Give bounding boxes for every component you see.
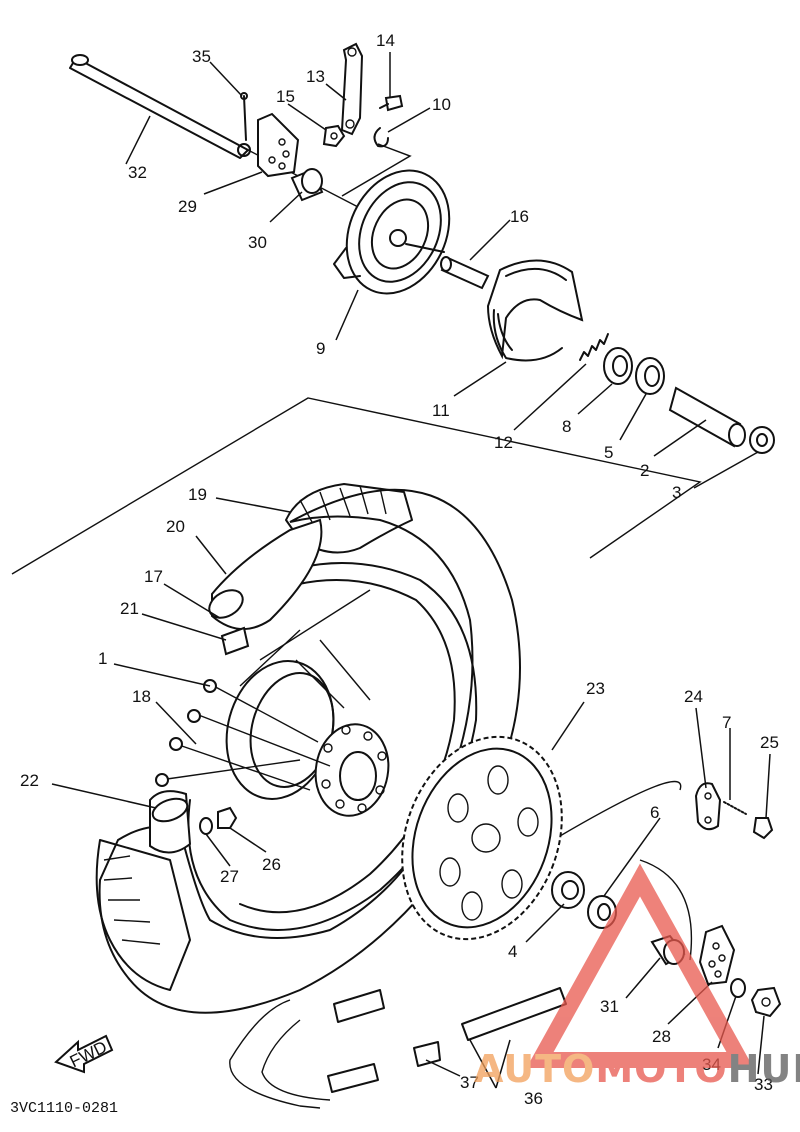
callout-36: 36 — [524, 1089, 543, 1108]
axle-spacer — [668, 386, 746, 448]
adjusting-bolt — [723, 801, 747, 815]
callout-29: 29 — [178, 197, 197, 216]
callout-27: 27 — [220, 867, 239, 886]
tension-bar — [340, 42, 364, 136]
callout-17: 17 — [144, 567, 163, 586]
callout-labels: 1 2 3 4 5 6 7 8 9 10 11 12 13 14 15 16 1… — [20, 31, 779, 1108]
callout-14: 14 — [376, 31, 395, 50]
callout-3: 3 — [672, 483, 681, 502]
callout-22: 22 — [20, 771, 39, 790]
callout-13: 13 — [306, 67, 325, 86]
callout-37: 37 — [460, 1073, 479, 1092]
valve — [220, 626, 250, 656]
cotter-pin — [240, 92, 248, 141]
nut — [217, 806, 238, 829]
fwd-label: FWD — [67, 1037, 110, 1071]
callout-8: 8 — [562, 417, 571, 436]
callout-35: 35 — [192, 47, 211, 66]
callout-7: 7 — [722, 713, 731, 732]
brake-spring — [579, 333, 609, 361]
callout-2: 2 — [640, 461, 649, 480]
callout-32: 32 — [128, 163, 147, 182]
axle-collar — [290, 168, 324, 202]
hub — [225, 660, 390, 817]
watermark-text-auto: AUTO — [474, 1047, 595, 1091]
rear-sprocket — [401, 735, 563, 941]
callout-16: 16 — [510, 207, 529, 226]
chain-adjuster-left — [257, 112, 300, 178]
brake-shoes — [486, 259, 584, 362]
chain-adjuster-right — [698, 924, 736, 986]
callout-1: 1 — [98, 649, 107, 668]
watermark-text-hub: HUB — [728, 1047, 800, 1091]
axle-nut — [750, 986, 782, 1018]
callout-4: 4 — [508, 942, 517, 961]
washer — [730, 978, 746, 998]
watermark: AUTOMOTOHUB — [474, 863, 800, 1091]
callout-25: 25 — [760, 733, 779, 752]
callout-18: 18 — [132, 687, 151, 706]
callout-30: 30 — [248, 233, 267, 252]
callout-31: 31 — [600, 997, 619, 1016]
bearing — [551, 871, 585, 909]
bearing-right — [635, 357, 665, 395]
brake-shoe-plate — [333, 169, 451, 295]
chain-puller — [694, 782, 722, 831]
callout-33: 33 — [754, 1075, 773, 1094]
callout-19: 19 — [188, 485, 207, 504]
callout-26: 26 — [262, 855, 281, 874]
drive-chain — [229, 780, 693, 1109]
callout-23: 23 — [586, 679, 605, 698]
watermark-text: AUTOMOTOHUB — [474, 1047, 800, 1091]
leader-lines — [51, 52, 771, 1089]
nut — [752, 817, 774, 840]
callout-11: 11 — [432, 401, 450, 420]
oil-seal — [749, 426, 775, 454]
callout-21: 21 — [120, 599, 139, 618]
watermark-triangle — [526, 863, 754, 1068]
assembly-outline — [11, 397, 702, 575]
watermark-text-moto: MOTO — [595, 1047, 727, 1091]
nut — [322, 124, 346, 148]
callout-5: 5 — [604, 443, 613, 462]
callout-28: 28 — [652, 1027, 671, 1046]
washer — [199, 817, 213, 835]
callout-6: 6 — [650, 803, 659, 822]
clip — [373, 127, 389, 148]
callout-9: 9 — [316, 339, 325, 358]
bearing-left — [603, 347, 633, 385]
tire-tube-section — [149, 790, 192, 854]
diagram-code: 3VC1110-0281 — [10, 1100, 118, 1117]
rim-band — [208, 518, 323, 631]
callout-20: 20 — [166, 517, 185, 536]
bolt — [379, 94, 404, 112]
callout-24: 24 — [684, 687, 703, 706]
camshaft — [440, 256, 490, 290]
callout-12: 12 — [494, 433, 513, 452]
callout-15: 15 — [276, 87, 295, 106]
forward-direction-arrow: FWD — [54, 1034, 114, 1074]
callout-10: 10 — [432, 95, 451, 114]
